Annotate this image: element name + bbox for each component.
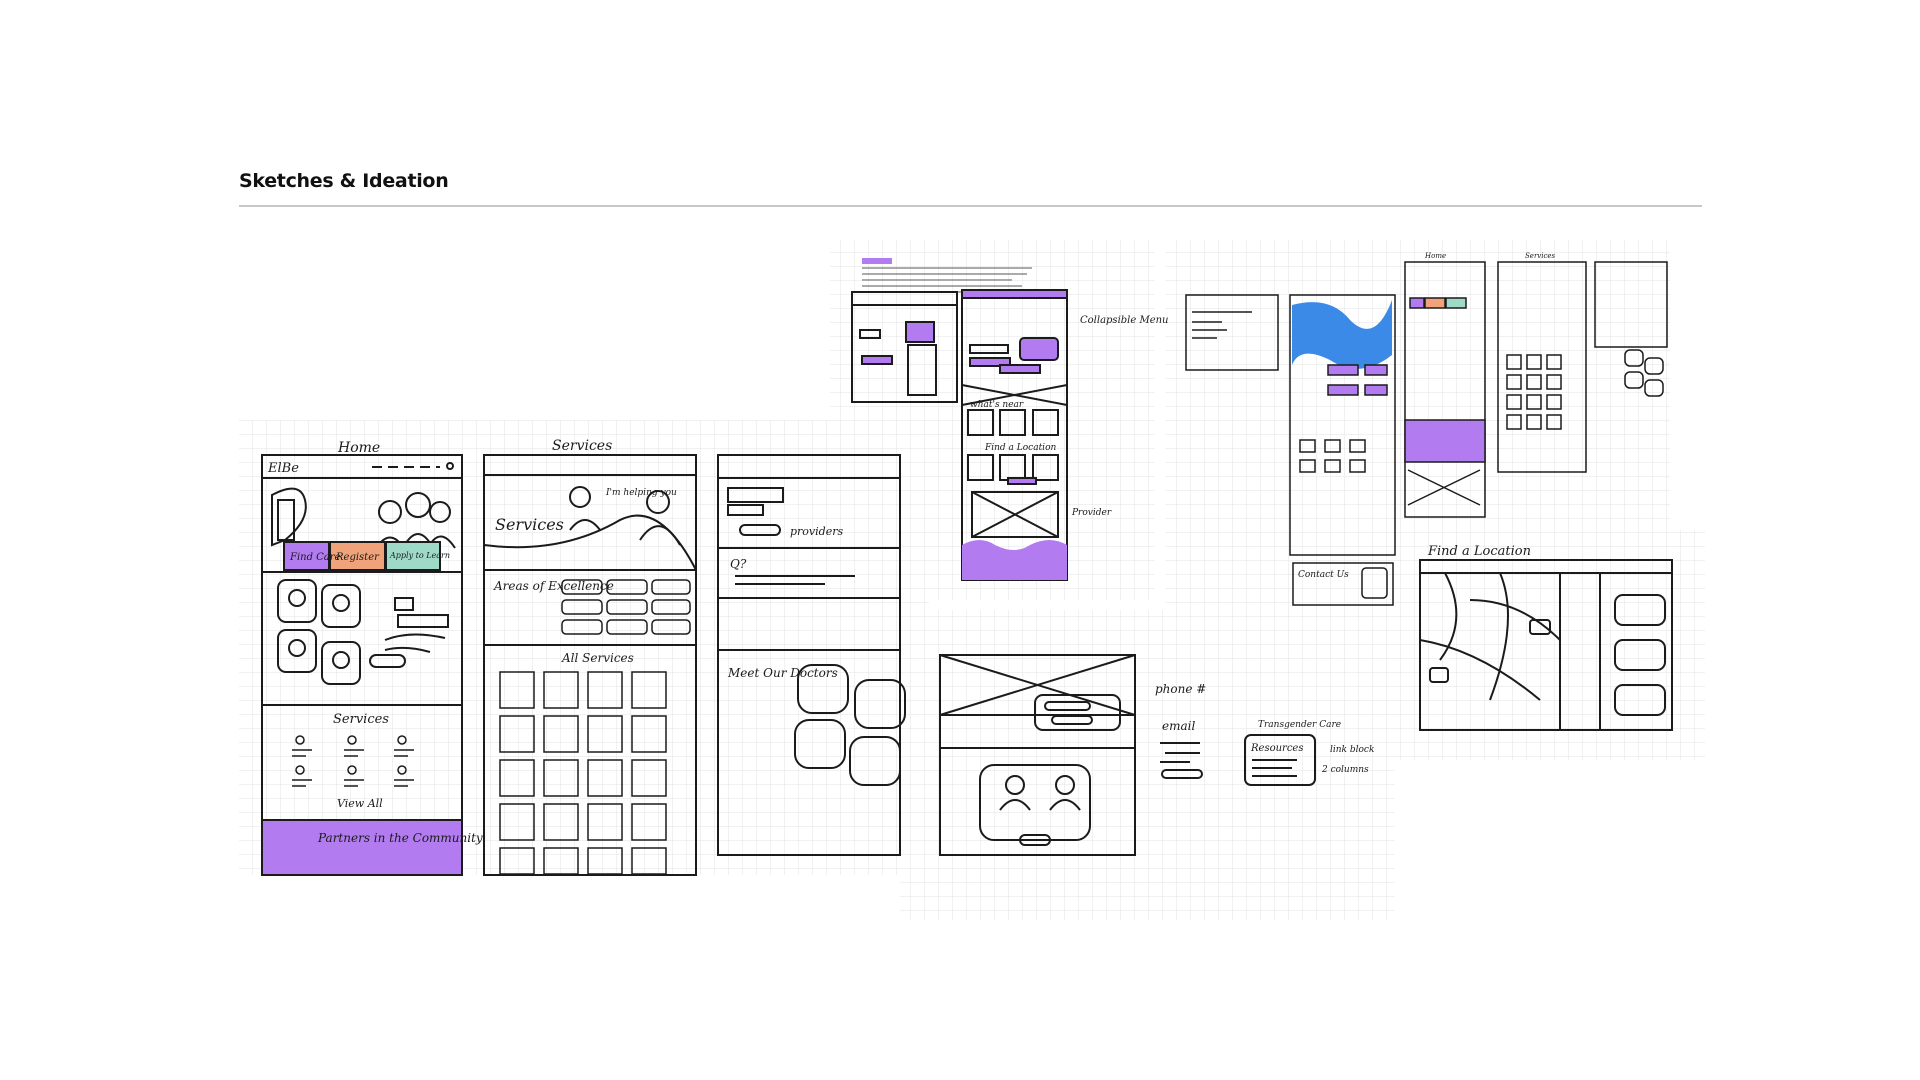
provider-note: Provider [1071, 508, 1112, 518]
cta-register-label: Register [335, 552, 380, 563]
title-divider [239, 205, 1702, 207]
all-services-label: All Services [561, 651, 634, 665]
page-title: Sketches & Ideation [239, 170, 449, 192]
cta-apply-label: Apply to Learn [389, 551, 450, 560]
email-label: email [1162, 719, 1195, 733]
find-location-label: Find a Location [984, 443, 1056, 453]
location-heading: Find a Location [1427, 544, 1531, 559]
home-sketch: Home ElBe Find Care Register Apply to Le… [261, 440, 483, 876]
phone-label: phone # [1155, 682, 1206, 696]
grid-paper-contact [900, 610, 1395, 920]
location-sketch: Find a Location [1419, 544, 1673, 731]
link-block-label: link block [1330, 745, 1374, 755]
providers-label: providers [790, 525, 843, 538]
services-hero-title: Services [495, 515, 564, 534]
home-services-heading: Services [333, 712, 389, 727]
cta-apply [385, 541, 441, 571]
small-wires-sketch: Contact Us Home Services [1185, 252, 1668, 606]
home-view-all: View All [337, 797, 383, 810]
columns-label: 2 columns [1321, 765, 1369, 775]
home-heading: Home [337, 440, 380, 456]
mini-services-label: Services [1525, 252, 1556, 260]
contact-us-label: Contact Us [1298, 570, 1349, 580]
cta-find-care [283, 541, 330, 571]
services-sketch: Services I'm helping you Services Areas … [483, 438, 697, 876]
whats-near-label: what's near [970, 400, 1024, 410]
transgender-label: Transgender Care [1258, 720, 1341, 730]
areas-label: Areas of Excellence [493, 579, 614, 593]
cta-find-care-label: Find Care [289, 552, 341, 563]
home-logo: ElBe [267, 461, 299, 476]
helping-label: I'm helping you [605, 488, 677, 498]
grid-paper-left [239, 420, 929, 875]
collapsible-label: Collapsible Menu [1080, 315, 1169, 326]
question-label: Q? [730, 557, 747, 571]
grid-paper-location [1395, 530, 1705, 760]
meet-label: Meet Our Doctors [727, 666, 838, 680]
services-heading: Services [552, 438, 612, 454]
mobile-sketch: what's near Find a Location Collapsible … [851, 258, 1169, 581]
resources-label: Resources [1250, 743, 1303, 754]
partners-band [261, 819, 463, 876]
contact-sketch: phone # email Resources Transgender Care… [939, 654, 1374, 856]
mini-home-label: Home [1424, 252, 1446, 260]
partners-label: Partners in the Community [317, 831, 483, 845]
provider-sketch: providers Q? Meet Our Doctors [717, 454, 906, 856]
